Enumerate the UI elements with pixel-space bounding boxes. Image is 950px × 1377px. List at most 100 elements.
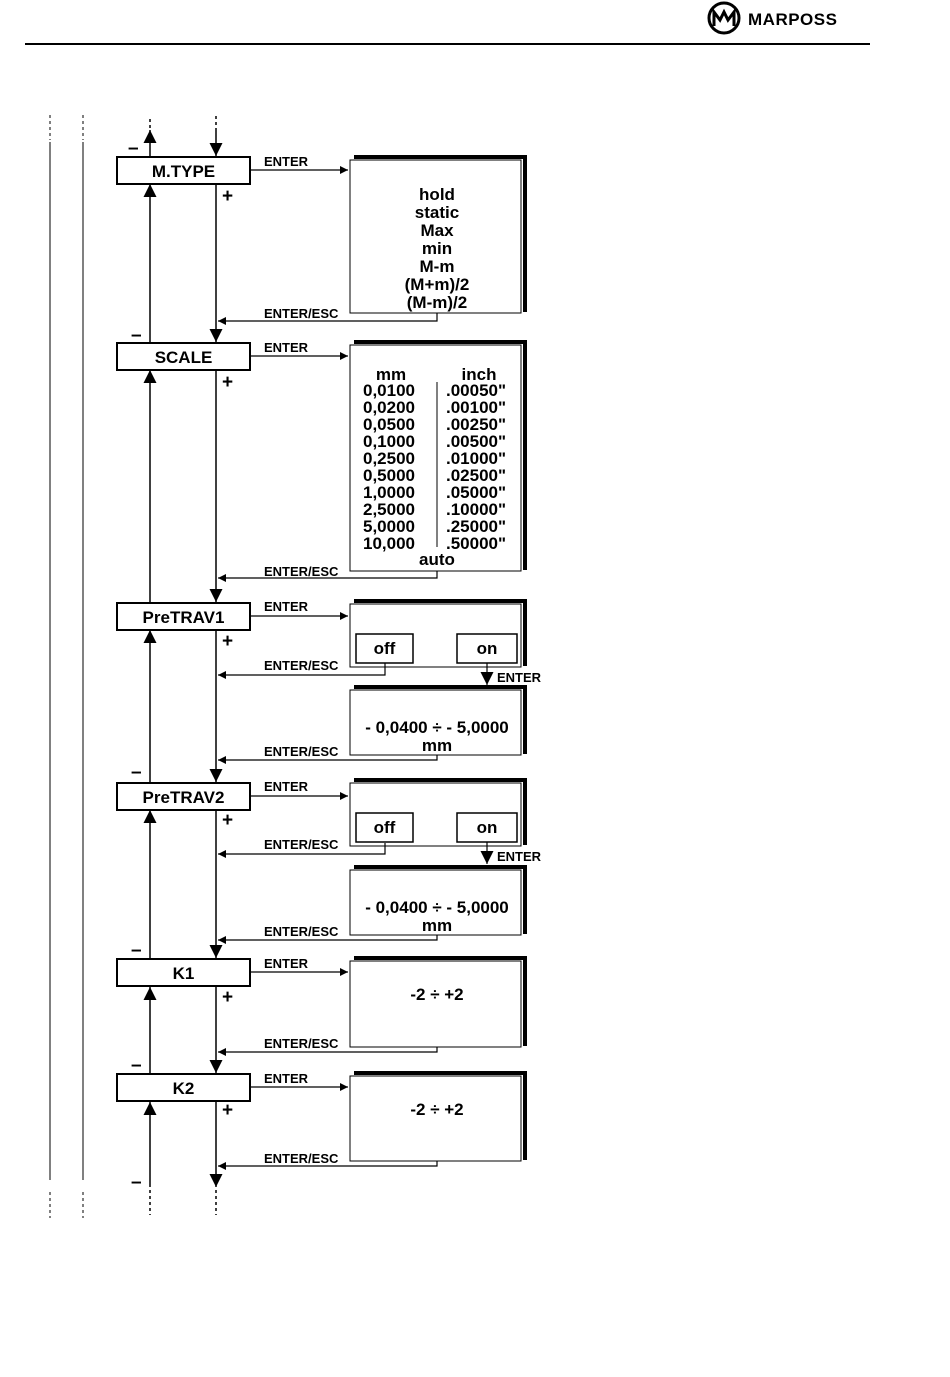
minus-sign: – xyxy=(131,1055,142,1076)
mtype-option: min xyxy=(422,239,452,258)
scale-inch-header: inch xyxy=(462,365,497,384)
scale-mm-value: 0,0500 xyxy=(363,415,415,434)
pretrav2-on-enter-arrow: ENTER xyxy=(480,842,542,864)
header: MARPOSS xyxy=(25,1,870,45)
mtype-option: (M+m)/2 xyxy=(405,275,470,294)
enter-esc-label: ENTER/ESC xyxy=(264,837,339,852)
enter-label: ENTER xyxy=(264,956,309,971)
plus-sign: + xyxy=(222,1100,233,1121)
scale-mm-value: 0,2500 xyxy=(363,449,415,468)
menu-k1[interactable]: K1 xyxy=(116,958,251,987)
panel-pretrav1-range xyxy=(349,685,527,756)
nav-signs: – + – + + – + – + – + – xyxy=(128,138,233,1193)
scale-auto-option: auto xyxy=(419,550,455,569)
k1-range-value: -2 ÷ +2 xyxy=(410,985,463,1004)
pretrav2-on-option[interactable]: on xyxy=(456,812,518,843)
panel-k1 xyxy=(349,956,527,1048)
menu-label: K2 xyxy=(173,1079,195,1098)
scale-options-table: mm inch 0,0100 0,0200 0,0500 0,1000 0,25… xyxy=(363,365,506,569)
scale-inch-value: .25000" xyxy=(446,517,506,536)
menu-label: M.TYPE xyxy=(152,162,215,181)
scale-inch-value: .05000" xyxy=(446,483,506,502)
enter-labels: ENTER ENTER ENTER ENTER ENTER ENTER xyxy=(264,154,309,1086)
minus-sign: – xyxy=(128,138,139,159)
scale-mm-value: 0,5000 xyxy=(363,466,415,485)
pretrav2-off-option[interactable]: off xyxy=(355,812,414,843)
enter-label: ENTER xyxy=(264,1071,309,1086)
return-arrows xyxy=(218,313,438,1170)
scale-inch-value: .10000" xyxy=(446,500,506,519)
scale-inch-value: .00250" xyxy=(446,415,506,434)
mtype-option: hold xyxy=(419,185,455,204)
brand-name: MARPOSS xyxy=(748,10,837,29)
pretrav1-on-enter-arrow: ENTER xyxy=(480,663,542,685)
mtype-option: static xyxy=(415,203,459,222)
menu-label: SCALE xyxy=(155,348,213,367)
marposs-logo-icon xyxy=(707,1,741,35)
scale-mm-value: 2,5000 xyxy=(363,500,415,519)
scale-inch-value: .00100" xyxy=(446,398,506,417)
pretrav2-range-unit: mm xyxy=(422,916,452,935)
enter-label: ENTER xyxy=(264,340,309,355)
pretrav1-on-option[interactable]: on xyxy=(456,633,518,664)
plus-sign: + xyxy=(222,631,233,652)
menu-pretrav1[interactable]: PreTRAV1 xyxy=(116,602,251,631)
plus-sign: + xyxy=(222,987,233,1008)
enter-label: ENTER xyxy=(497,670,542,685)
menu-label: K1 xyxy=(173,964,195,983)
menu-label: PreTRAV1 xyxy=(143,608,225,627)
plus-sign: + xyxy=(222,810,233,831)
mtype-option: Max xyxy=(420,221,454,240)
scale-inch-value: .50000" xyxy=(446,534,506,553)
mtype-option: M-m xyxy=(420,257,455,276)
enter-esc-label: ENTER/ESC xyxy=(264,1036,339,1051)
enter-arrows xyxy=(250,166,348,1091)
plus-sign: + xyxy=(222,186,233,207)
menu-mtype[interactable]: M.TYPE xyxy=(116,156,251,185)
pretrav1-range-value: - 0,0400 ÷ - 5,0000 xyxy=(365,718,509,737)
main-flow-lines xyxy=(143,116,223,1215)
panel-pretrav2-range xyxy=(349,865,527,936)
scale-inch-value: .01000" xyxy=(446,449,506,468)
on-label: on xyxy=(477,818,498,837)
menu-pretrav2[interactable]: PreTRAV2 xyxy=(116,782,251,811)
panel-mtype xyxy=(349,155,527,314)
off-label: off xyxy=(374,639,396,658)
side-lines xyxy=(49,115,84,1218)
scale-mm-header: mm xyxy=(376,365,406,384)
scale-inch-value: .00050" xyxy=(446,381,506,400)
panel-scale xyxy=(349,340,527,572)
scale-inch-value: .02500" xyxy=(446,466,506,485)
enter-label: ENTER xyxy=(264,154,309,169)
scale-mm-value: 0,0200 xyxy=(363,398,415,417)
off-label: off xyxy=(374,818,396,837)
plus-sign: + xyxy=(222,372,233,393)
minus-sign: – xyxy=(131,940,142,961)
scale-mm-value: 5,0000 xyxy=(363,517,415,536)
mtype-options-list: hold static Max min M-m (M+m)/2 (M-m)/2 xyxy=(405,185,470,312)
scale-mm-value: 1,0000 xyxy=(363,483,415,502)
scale-mm-value: 0,1000 xyxy=(363,432,415,451)
minus-sign: – xyxy=(131,762,142,783)
enter-esc-labels: ENTER/ESC ENTER/ESC ENTER/ESC ENTER/ESC … xyxy=(264,306,339,1166)
k2-range-value: -2 ÷ +2 xyxy=(410,1100,463,1119)
minus-sign: – xyxy=(131,325,142,346)
enter-esc-label: ENTER/ESC xyxy=(264,658,339,673)
menu-scale[interactable]: SCALE xyxy=(116,342,251,371)
on-label: on xyxy=(477,639,498,658)
enter-label: ENTER xyxy=(497,849,542,864)
pretrav2-range-value: - 0,0400 ÷ - 5,0000 xyxy=(365,898,509,917)
scale-mm-value: 10,000 xyxy=(363,534,415,553)
menu-label: PreTRAV2 xyxy=(143,788,225,807)
minus-sign: – xyxy=(131,1172,142,1193)
menu-k2[interactable]: K2 xyxy=(116,1073,251,1102)
enter-label: ENTER xyxy=(264,779,309,794)
enter-label: ENTER xyxy=(264,599,309,614)
enter-esc-label: ENTER/ESC xyxy=(264,306,339,321)
pretrav1-range-unit: mm xyxy=(422,736,452,755)
pretrav1-off-option[interactable]: off xyxy=(355,633,414,664)
scale-mm-value: 0,0100 xyxy=(363,381,415,400)
enter-esc-label: ENTER/ESC xyxy=(264,564,339,579)
panel-k2 xyxy=(349,1071,527,1162)
